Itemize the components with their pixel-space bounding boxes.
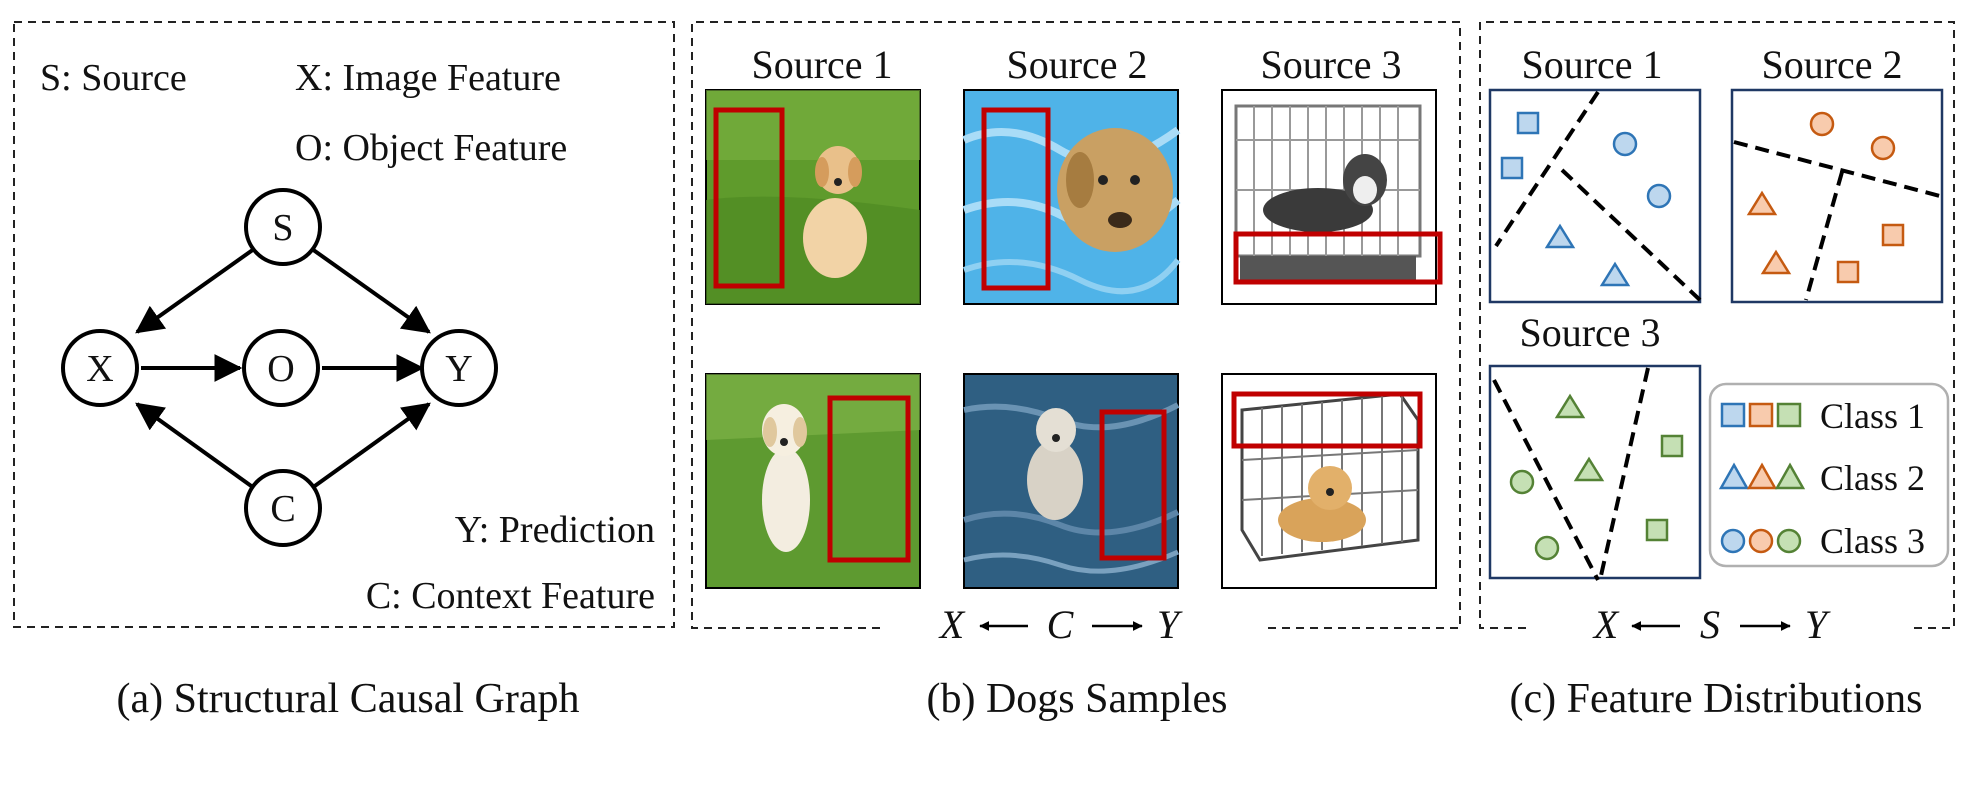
distribution-source-3 xyxy=(1488,364,1702,581)
context-highlight-box xyxy=(713,107,785,289)
edge-c-x xyxy=(135,402,256,490)
distribution-source-2 xyxy=(1730,88,1944,304)
class1-square-marker xyxy=(1645,518,1669,542)
edge-s-y xyxy=(310,247,431,334)
node-s: S xyxy=(244,188,322,266)
image-puppy-on-grass-2 xyxy=(705,373,921,589)
legend-s: S: Source xyxy=(40,57,187,99)
caption-c: (c) Feature Distributions xyxy=(1510,676,1923,722)
panel-c-frame xyxy=(1479,21,1955,629)
class3-circle-marker xyxy=(1809,111,1835,137)
legend-class-3: Class 3 xyxy=(1720,521,1925,561)
class1-square-marker xyxy=(1881,223,1905,247)
class2-triangle-marker xyxy=(1760,249,1792,275)
image-dog-in-water xyxy=(963,373,1180,589)
class2-triangle-marker xyxy=(1544,223,1576,249)
class1-square-marker xyxy=(1500,156,1524,180)
class2-triangle-marker xyxy=(1746,190,1778,216)
edge-s-x xyxy=(135,247,256,334)
formula-context: X C Y xyxy=(938,602,1183,647)
legend-y: Y: Prediction xyxy=(455,509,655,551)
caption-b: (b) Dogs Samples xyxy=(927,676,1228,722)
dist-title-1: Source 1 xyxy=(1521,42,1662,87)
context-highlight-box xyxy=(981,107,1051,291)
legend-o: O: Object Feature xyxy=(295,127,567,169)
context-highlight-box xyxy=(1099,409,1167,561)
formula-y: Y xyxy=(1805,602,1831,647)
legend-class-2: Class 2 xyxy=(1718,458,1925,498)
context-highlight-box xyxy=(1231,391,1423,449)
col-title-1: Source 1 xyxy=(751,42,892,87)
node-o: O xyxy=(242,329,320,407)
svg-text:Y: Y xyxy=(445,348,472,390)
formula-c: C xyxy=(1047,602,1075,647)
image-dog-in-pool xyxy=(962,89,1181,305)
class1-square-marker xyxy=(1836,260,1860,284)
context-highlight-box xyxy=(827,395,911,563)
panel-b-frame xyxy=(691,21,1461,629)
formula-x: X xyxy=(938,602,966,647)
svg-text:S: S xyxy=(272,207,293,249)
context-highlight-box xyxy=(1233,231,1443,285)
formula-source: X S Y xyxy=(1592,602,1831,647)
formula-y: Y xyxy=(1157,602,1183,647)
class3-circle-marker xyxy=(1534,535,1560,561)
class3-circle-marker xyxy=(1509,469,1535,495)
panel-a: S: Source X: Image Feature O: Object Fea… xyxy=(13,21,675,722)
class2-triangle-marker xyxy=(1573,456,1605,482)
caption-a: (a) Structural Causal Graph xyxy=(116,676,579,722)
panel-c: Source 1 Source 2 Source 3 xyxy=(1479,21,1955,722)
node-x: X xyxy=(61,329,139,407)
panel-b: Source 1 Source 2 Source 3 xyxy=(691,21,1461,722)
dist-title-2: Source 2 xyxy=(1761,42,1902,87)
col-title-2: Source 2 xyxy=(1006,42,1147,87)
formula-x: X xyxy=(1592,602,1620,647)
image-husky-in-cage xyxy=(1221,89,1443,305)
edge-c-y xyxy=(310,402,431,490)
col-title-3: Source 3 xyxy=(1260,42,1401,87)
node-c: C xyxy=(244,469,322,547)
svg-text:Class 2: Class 2 xyxy=(1820,458,1925,498)
class1-square-marker xyxy=(1660,434,1684,458)
legend-class-1: Class 1 xyxy=(1720,396,1925,436)
legend-x: X: Image Feature xyxy=(295,57,561,99)
class3-circle-marker xyxy=(1646,183,1672,209)
causal-edges xyxy=(135,247,431,490)
image-puppy-on-grass xyxy=(705,89,921,305)
class1-square-marker xyxy=(1516,111,1540,135)
class2-triangle-marker xyxy=(1599,261,1631,287)
svg-text:Class 3: Class 3 xyxy=(1820,521,1925,561)
node-y: Y xyxy=(420,329,498,407)
distribution-source-1 xyxy=(1488,88,1702,304)
panel-a-frame xyxy=(13,21,675,628)
dist-title-3: Source 3 xyxy=(1519,310,1660,355)
svg-text:Class 1: Class 1 xyxy=(1820,396,1925,436)
image-dog-in-cage xyxy=(1221,373,1437,589)
formula-s: S xyxy=(1700,602,1720,647)
svg-text:X: X xyxy=(86,348,113,390)
class-legend: Class 1 Class 2 Class 3 xyxy=(1708,382,1950,568)
class3-circle-marker xyxy=(1612,131,1638,157)
class2-triangle-marker xyxy=(1554,393,1586,419)
class3-circle-marker xyxy=(1870,135,1896,161)
legend-c: C: Context Feature xyxy=(366,575,655,617)
svg-text:O: O xyxy=(267,348,294,390)
svg-text:C: C xyxy=(270,488,295,530)
